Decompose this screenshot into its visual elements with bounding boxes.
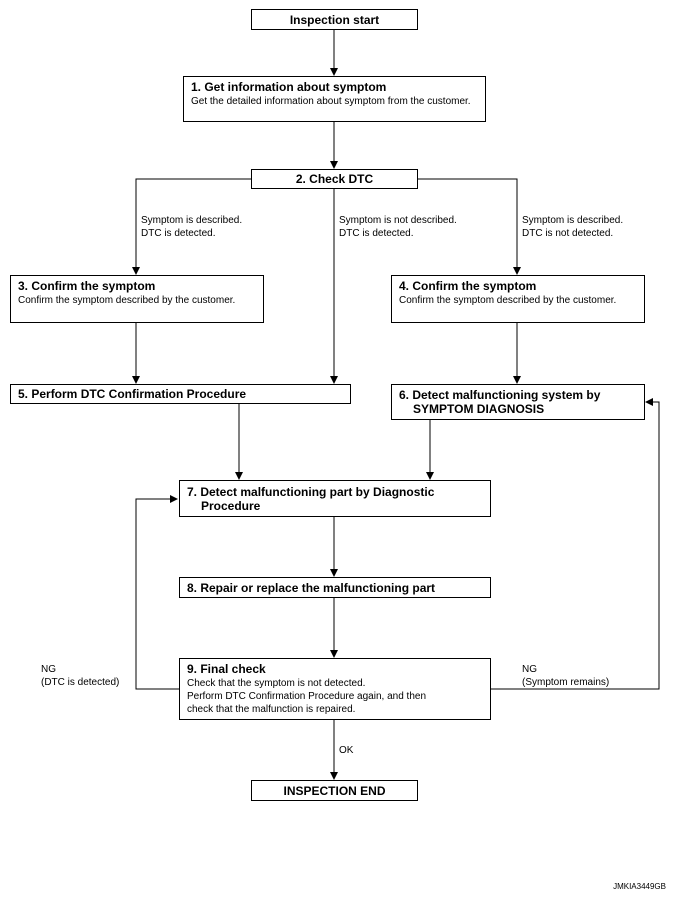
step-7-title-line2: Procedure [201, 499, 261, 513]
ng-right-label: NG (Symptom remains) [522, 663, 609, 689]
step-9-desc-line1: Check that the symptom is not detected. [187, 678, 366, 689]
step-5-title: 5. Perform DTC Confirmation Procedure [18, 387, 247, 401]
branch-mid-line1: Symptom is not described. [339, 215, 457, 226]
inspection-start-box: Inspection start [251, 9, 418, 30]
step-8-box: 8. Repair or replace the malfunctioning … [179, 577, 491, 598]
inspection-end-box: INSPECTION END [251, 780, 418, 801]
arrow-ng-loop-left [135, 495, 179, 690]
branch-mid-label: Symptom is not described. DTC is detecte… [339, 214, 457, 240]
step-9-desc-line2: Perform DTC Confirmation Procedure again… [187, 691, 427, 702]
figure-id: JMKIA3449GB [613, 882, 666, 891]
step-9-desc-line3: check that the malfunction is repaired. [187, 704, 356, 715]
ng-right-line1: NG [522, 664, 537, 675]
branch-right-line1: Symptom is described. [522, 215, 624, 226]
step-1-title: 1. Get information about symptom [191, 80, 387, 94]
step-4-desc: Confirm the symptom described by the cus… [399, 295, 617, 306]
step-3-desc: Confirm the symptom described by the cus… [18, 295, 236, 306]
step-9-title: 9. Final check [187, 662, 266, 676]
arrow-2-to-3 [132, 178, 251, 275]
step-3-box: 3. Confirm the symptom Confirm the sympt… [10, 275, 264, 323]
step-9-box: 9. Final check Check that the symptom is… [179, 658, 491, 720]
branch-right-label: Symptom is described. DTC is not detecte… [522, 214, 623, 240]
step-5-box: 5. Perform DTC Confirmation Procedure [10, 384, 351, 404]
step-4-box: 4. Confirm the symptom Confirm the sympt… [391, 275, 645, 323]
step-1-desc: Get the detailed information about sympt… [191, 96, 471, 107]
step-7-title-line1: 7. Detect malfunctioning part by Diagnos… [187, 485, 435, 499]
step-6-box: 6. Detect malfunctioning system by SYMPT… [391, 384, 645, 420]
step-1-box: 1. Get information about symptom Get the… [183, 76, 486, 122]
arrow-ng-loop-right [491, 398, 660, 690]
inspection-start-label: Inspection start [289, 12, 380, 27]
inspection-end-label: INSPECTION END [283, 783, 386, 798]
step-2-title: 2. Check DTC [295, 172, 374, 186]
step-7-box: 7. Detect malfunctioning part by Diagnos… [179, 480, 491, 517]
ng-left-label: NG (DTC is detected) [41, 663, 119, 689]
step-6-title-line2: SYMPTOM DIAGNOSIS [413, 402, 545, 416]
step-3-title: 3. Confirm the symptom [18, 279, 156, 293]
branch-left-line1: Symptom is described. [141, 215, 243, 226]
step-2-box: 2. Check DTC [251, 169, 418, 189]
ng-left-line1: NG [41, 664, 56, 675]
ok-label: OK [339, 745, 354, 756]
branch-mid-line2: DTC is detected. [339, 228, 414, 239]
ng-right-line2: (Symptom remains) [522, 677, 610, 688]
branch-right-line2: DTC is not detected. [522, 228, 614, 239]
ng-left-line2: (DTC is detected) [41, 677, 120, 688]
step-4-title: 4. Confirm the symptom [399, 279, 537, 293]
step-6-title-line1: 6. Detect malfunctioning system by [399, 388, 601, 402]
arrow-2-to-4 [418, 178, 521, 275]
branch-left-label: Symptom is described. DTC is detected. [141, 214, 242, 240]
branch-left-line2: DTC is detected. [141, 228, 216, 239]
step-8-title: 8. Repair or replace the malfunctioning … [187, 581, 436, 595]
